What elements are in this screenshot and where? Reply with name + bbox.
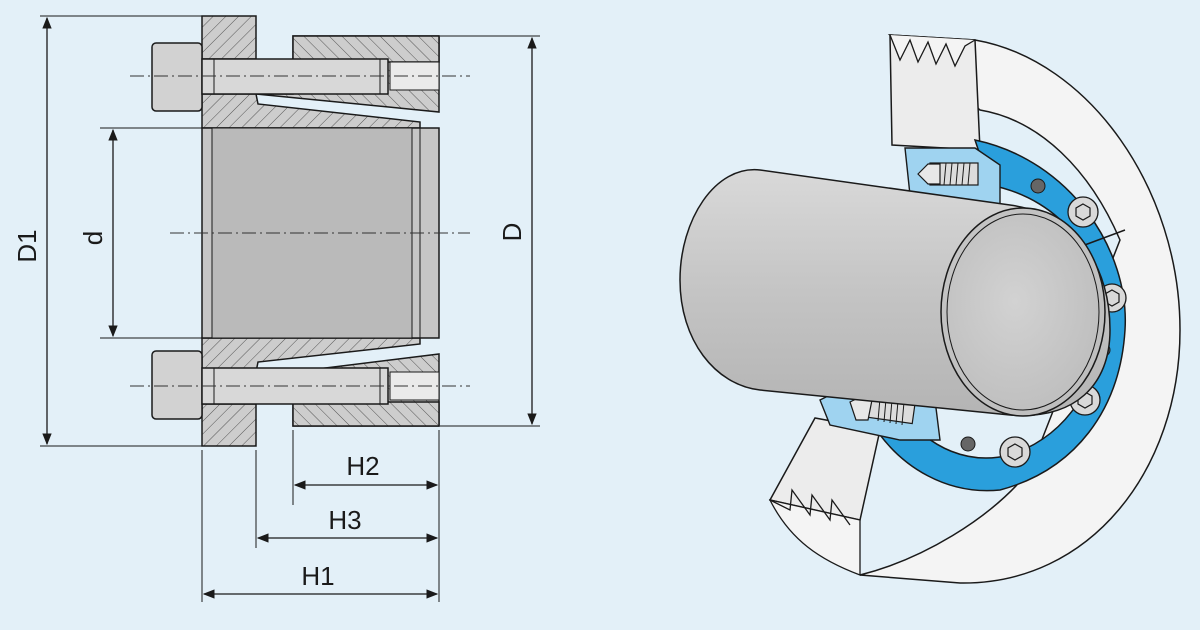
cutaway-illustration bbox=[679, 34, 1181, 584]
screw-upper bbox=[151, 42, 440, 112]
label-H2: H2 bbox=[346, 451, 379, 481]
teeth-upper bbox=[889, 34, 976, 68]
dimension-lines bbox=[42, 16, 537, 599]
threaded-hole-icon bbox=[960, 436, 976, 452]
sleeve-screw-upper bbox=[917, 162, 979, 186]
shaft-end-face bbox=[940, 207, 1106, 417]
label-d: d bbox=[78, 231, 108, 245]
slit-icon bbox=[1081, 229, 1126, 247]
label-H1: H1 bbox=[301, 561, 334, 591]
hub-body bbox=[859, 34, 1181, 584]
flange-upper bbox=[201, 15, 257, 60]
hex-socket-screw-icon bbox=[999, 436, 1031, 468]
label-D: D bbox=[497, 223, 527, 242]
centre-lines bbox=[130, 75, 470, 387]
threaded-hole-icon bbox=[1030, 178, 1046, 194]
teeth-lower bbox=[769, 488, 851, 526]
section-drawing: D1 d D H2 H3 H1 bbox=[12, 15, 540, 602]
label-D1: D1 bbox=[12, 229, 42, 262]
flange-lower bbox=[201, 403, 257, 447]
hex-socket-screw-icon bbox=[1067, 196, 1099, 228]
label-H3: H3 bbox=[328, 505, 361, 535]
